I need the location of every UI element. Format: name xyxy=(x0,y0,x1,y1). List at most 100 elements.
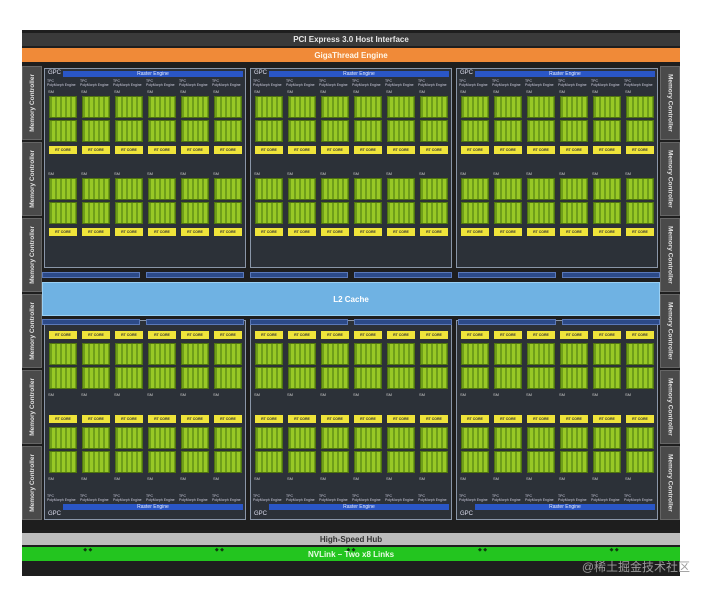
cuda-core-array xyxy=(420,178,448,200)
tpc-name: TPC xyxy=(286,494,293,498)
cuda-core-array xyxy=(214,120,242,142)
cuda-core-array xyxy=(626,178,654,200)
cuda-core-array xyxy=(181,427,209,449)
tpc-name: TPC xyxy=(418,79,425,83)
gpc-label: GPC xyxy=(254,70,268,76)
rt-core: RT CORE xyxy=(626,331,654,339)
sm-label: SM xyxy=(81,89,87,94)
rt-core: RT CORE xyxy=(255,415,283,423)
polymorph-engine-label: PolyMorph Engine xyxy=(459,498,488,502)
polymorph-engine-label: PolyMorph Engine xyxy=(591,498,620,502)
sm-label: SM xyxy=(559,89,565,94)
memory-controller: Memory Controller xyxy=(22,142,42,216)
raster-engine: Raster Engine xyxy=(475,504,655,510)
cuda-core-array xyxy=(82,367,110,389)
sm-label: SM xyxy=(147,476,153,481)
gpu-die: PCI Express 3.0 Host Interface GigaThrea… xyxy=(22,30,680,576)
polymorph-engine-label: PolyMorph Engine xyxy=(525,83,554,87)
memory-controller: Memory Controller xyxy=(660,370,680,444)
cuda-core-array xyxy=(321,427,349,449)
cuda-core-array xyxy=(49,343,77,365)
cuda-core-array xyxy=(593,202,621,224)
tpc-name: TPC xyxy=(319,79,326,83)
cuda-core-array xyxy=(49,451,77,473)
cuda-core-array xyxy=(626,427,654,449)
sm-label: SM xyxy=(114,476,120,481)
cuda-core-array xyxy=(387,178,415,200)
rt-core: RT CORE xyxy=(181,415,209,423)
rt-core: RT CORE xyxy=(354,146,382,154)
tpc-name: TPC xyxy=(525,494,532,498)
cuda-core-array xyxy=(214,178,242,200)
cuda-core-array xyxy=(420,451,448,473)
crossbar-link xyxy=(562,319,660,325)
cuda-core-array xyxy=(255,202,283,224)
nvlink: NVLink – Two x8 Links xyxy=(22,547,680,561)
cuda-core-array xyxy=(560,178,588,200)
polymorph-engine-label: PolyMorph Engine xyxy=(319,83,348,87)
rt-core: RT CORE xyxy=(321,331,349,339)
sm-label: SM xyxy=(81,392,87,397)
cuda-core-array xyxy=(387,427,415,449)
polymorph-engine-label: PolyMorph Engine xyxy=(624,498,653,502)
cuda-core-array xyxy=(494,367,522,389)
sm-label: SM xyxy=(48,171,54,176)
polymorph-engine-label: PolyMorph Engine xyxy=(113,498,142,502)
tpc-name: TPC xyxy=(352,79,359,83)
cuda-core-array xyxy=(321,96,349,118)
crossbar-link xyxy=(42,319,140,325)
rt-core: RT CORE xyxy=(82,331,110,339)
tpc-name: TPC xyxy=(459,79,466,83)
cuda-core-array xyxy=(420,202,448,224)
raster-engine: Raster Engine xyxy=(269,71,449,77)
polymorph-engine-label: PolyMorph Engine xyxy=(80,498,109,502)
rt-core: RT CORE xyxy=(420,331,448,339)
sm-label: SM xyxy=(625,89,631,94)
tpc-name: TPC xyxy=(459,494,466,498)
cuda-core-array xyxy=(115,427,143,449)
raster-engine: Raster Engine xyxy=(475,71,655,77)
sm-label: SM xyxy=(353,392,359,397)
rt-core: RT CORE xyxy=(420,228,448,236)
cuda-core-array xyxy=(288,367,316,389)
memory-controller: Memory Controller xyxy=(22,294,42,368)
cuda-core-array xyxy=(148,120,176,142)
cuda-core-array xyxy=(626,96,654,118)
polymorph-engine-label: PolyMorph Engine xyxy=(385,498,414,502)
tpc-name: TPC xyxy=(558,494,565,498)
cuda-core-array xyxy=(420,343,448,365)
cuda-core-array xyxy=(527,451,555,473)
sm-label: SM xyxy=(460,476,466,481)
sm-label: SM xyxy=(493,89,499,94)
sm-label: SM xyxy=(460,171,466,176)
tpc-name: TPC xyxy=(253,79,260,83)
l2-cache: L2 Cache xyxy=(42,282,660,316)
nvlink-port-icon: ◆ ◆ xyxy=(346,547,356,553)
sm-label: SM xyxy=(592,476,598,481)
cuda-core-array xyxy=(255,120,283,142)
